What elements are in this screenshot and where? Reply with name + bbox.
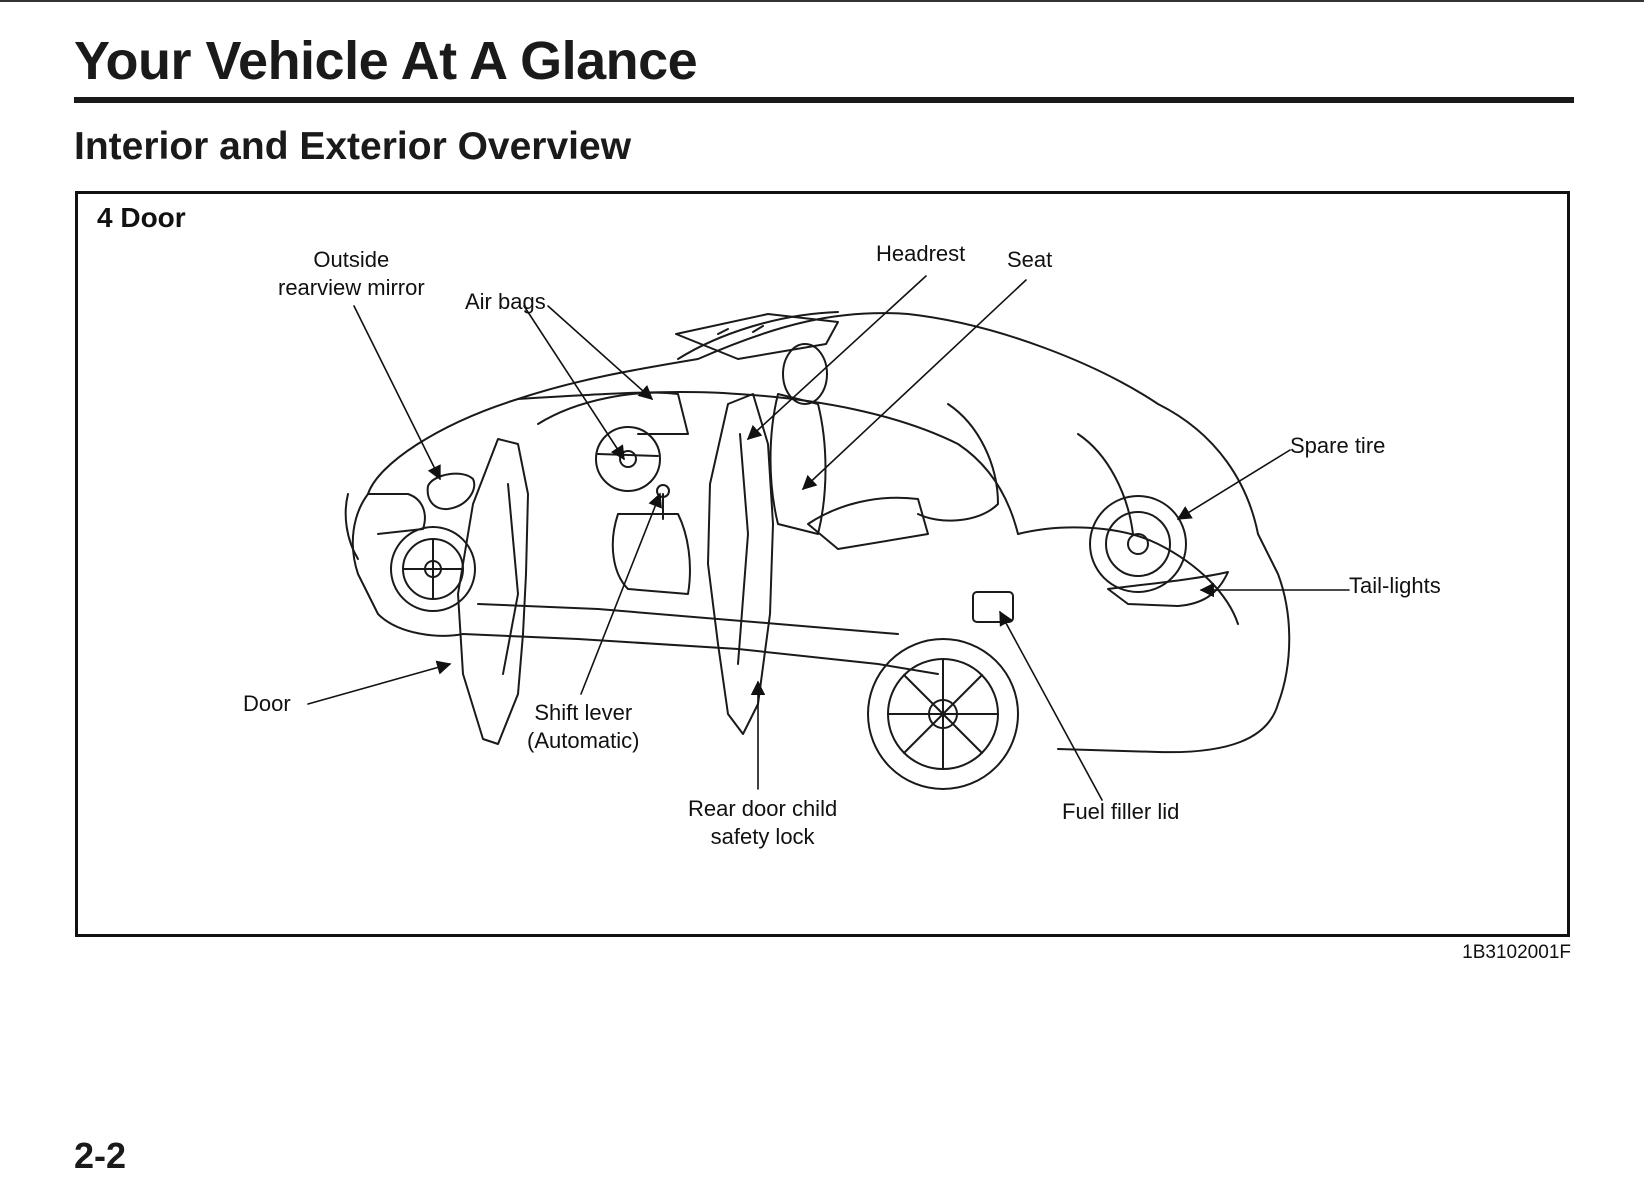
callout-outside-mirror: Outside rearview mirror [278,246,425,302]
callout-shift-lever: Shift lever (Automatic) [527,699,639,755]
callout-tail-lights: Tail-lights [1349,572,1441,600]
callout-outside-mirror-line1: Outside [313,247,390,272]
car-illustration [344,311,1291,790]
callout-outside-mirror-line2: rearview mirror [278,275,425,300]
callout-fuel-filler-lid: Fuel filler lid [1062,798,1179,826]
callout-seat: Seat [1007,246,1052,274]
callout-rear-door-lock-line1: Rear door child [688,796,838,821]
car-diagram [307,275,1350,801]
top-rule [0,0,1644,2]
callout-fuel-filler-lid-text: Fuel filler lid [1062,799,1180,824]
title-rule [74,97,1574,103]
callout-shift-lever-line1: Shift lever [534,700,633,725]
callout-rear-door-lock-line2: safety lock [710,824,815,849]
callout-shift-lever-line2: (Automatic) [527,728,640,753]
callout-air-bags-text: Air bags [465,289,546,314]
callout-door: Door [243,690,291,718]
fuel-lid-shape [972,591,1014,623]
figure-box: 4 Door [75,191,1570,937]
page-title: Your Vehicle At A Glance [74,31,698,91]
callout-headrest: Headrest [876,240,965,268]
callout-spare-tire-text: Spare tire [1290,433,1386,458]
leader-lines [307,275,1350,801]
page-number: 2-2 [74,1135,127,1176]
figure-variant-label: 4 Door [97,202,186,233]
callout-spare-tire: Spare tire [1290,432,1385,460]
callout-door-text: Door [243,691,291,716]
callout-rear-door-lock: Rear door child safety lock [688,795,837,851]
section-title: Interior and Exterior Overview [74,125,632,168]
figure-code: 1B3102001F [1462,942,1571,963]
callout-headrest-text: Headrest [876,241,966,266]
callout-tail-lights-text: Tail-lights [1349,573,1441,598]
callout-air-bags: Air bags [465,288,546,316]
callout-seat-text: Seat [1007,247,1053,272]
